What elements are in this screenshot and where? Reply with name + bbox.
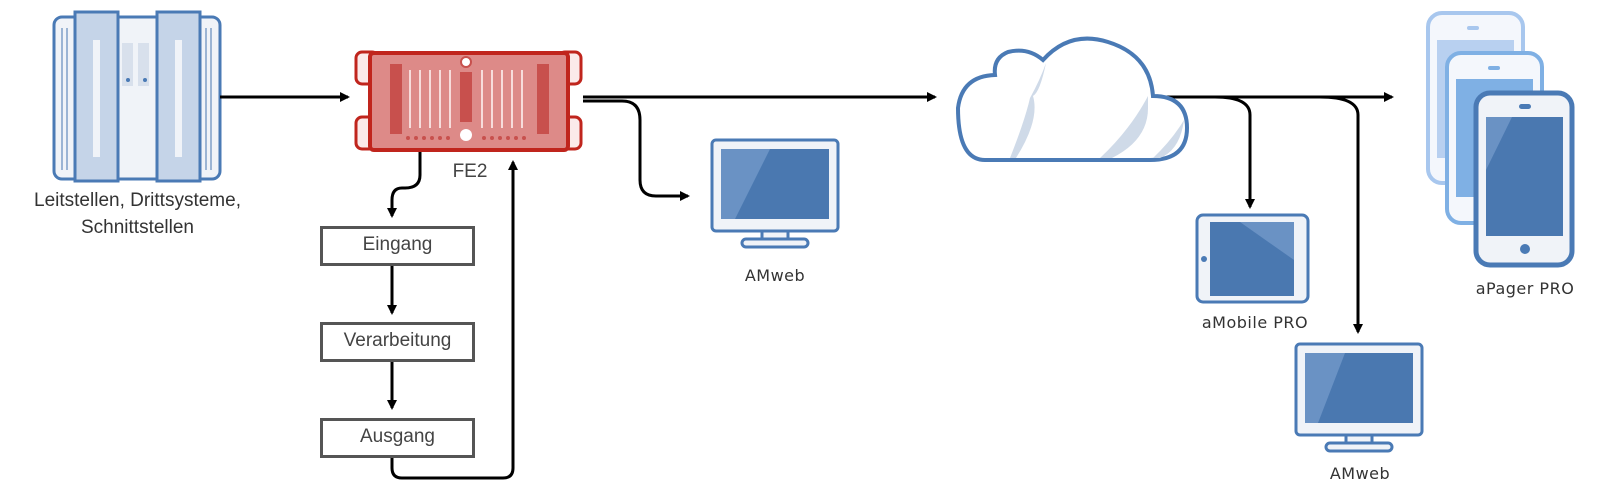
arrow-fe2-to-eingang <box>387 152 422 218</box>
smartphones-icon <box>1426 11 1575 268</box>
apager-label: aPager PRO <box>1475 279 1575 298</box>
server-appliance-icon <box>354 50 583 152</box>
sources-label-line1: Leitstellen, Drittsysteme, <box>34 190 241 211</box>
amweb-local-label: AMweb <box>744 266 806 285</box>
arrow-cloud-to-amobile <box>1214 95 1255 209</box>
pipeline-step-eingang: Eingang <box>320 226 475 266</box>
amweb-remote-label: AMweb <box>1329 464 1391 483</box>
arrow-ausgang-to-fe2 <box>390 160 518 480</box>
tablet-icon <box>1195 213 1310 304</box>
sources-label-line2: Schnittstellen <box>80 217 194 238</box>
server-rack-icon <box>52 10 222 183</box>
arrow-fe2-to-amweb <box>583 99 690 201</box>
monitor-icon <box>1294 342 1424 453</box>
pipeline-step-verarbeitung: Verarbeitung <box>320 322 475 362</box>
amobile-label: aMobile PRO <box>1201 313 1309 332</box>
cloud-icon <box>955 36 1190 162</box>
monitor-icon <box>710 138 840 249</box>
fe2-label: FE2 <box>452 161 488 182</box>
pipeline-step-ausgang: Ausgang <box>320 418 475 458</box>
arrow-cloud-to-amweb-remote <box>1319 95 1363 334</box>
